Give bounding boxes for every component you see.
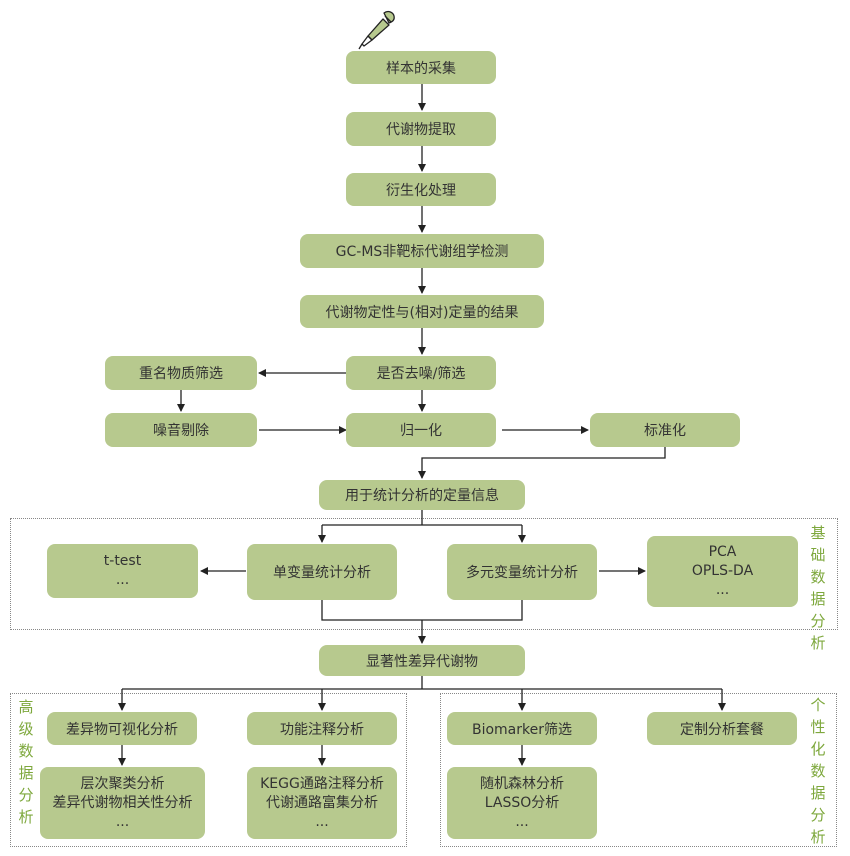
kegg-line-2: 代谢通路富集分析	[266, 794, 378, 811]
diff-visualization-box[interactable]: 差异物可视化分析	[47, 712, 197, 745]
ttest-line-2: ...	[115, 572, 130, 588]
random-forest-box[interactable]: 随机森林分析 LASSO分析 ...	[447, 767, 597, 839]
multivariate-analysis-box[interactable]: 多元变量统计分析	[447, 544, 597, 600]
personal-analysis-label: 个性化数据分析	[810, 696, 826, 846]
derivatization-box[interactable]: 衍生化处理	[346, 173, 496, 206]
ttest-box[interactable]: t-test ...	[47, 544, 198, 598]
basic-analysis-frame	[10, 518, 838, 630]
rf-line-3: ...	[515, 813, 529, 830]
advanced-analysis-frame	[10, 693, 407, 847]
pca-line-3: ...	[715, 582, 730, 598]
duplicate-filter-box[interactable]: 重名物质筛选	[105, 356, 257, 390]
basic-analysis-label: 基础数据分析	[810, 524, 826, 652]
univariate-analysis-box[interactable]: 单变量统计分析	[247, 544, 397, 600]
pca-line-1: PCA	[708, 544, 737, 560]
advanced-analysis-label: 高级数据分析	[18, 698, 34, 826]
ttest-line-1: t-test	[103, 553, 142, 569]
metabolite-extraction-box[interactable]: 代谢物提取	[346, 112, 496, 146]
denoise-filter-box[interactable]: 是否去噪/筛选	[346, 356, 496, 390]
kegg-analysis-box[interactable]: KEGG通路注释分析 代谢通路富集分析 ...	[247, 767, 397, 839]
cluster-line-2: 差异代谢物相关性分析	[52, 794, 193, 811]
sample-collection-box[interactable]: 样本的采集	[346, 51, 496, 84]
cluster-line-3: ...	[115, 813, 130, 830]
kegg-line-3: ...	[315, 813, 329, 830]
kegg-line-1: KEGG通路注释分析	[260, 775, 384, 792]
pca-line-2: OPLS-DA	[691, 563, 754, 579]
cluster-line-1: 层次聚类分析	[80, 775, 165, 792]
personal-analysis-frame	[440, 693, 837, 847]
noise-removal-box[interactable]: 噪音剔除	[105, 413, 257, 447]
arrow-standardize-quant	[418, 447, 666, 479]
rf-line-1: 随机森林分析	[480, 775, 564, 792]
normalization-box[interactable]: 归一化	[346, 413, 496, 447]
pca-box[interactable]: PCA OPLS-DA ...	[647, 536, 798, 607]
rf-line-2: LASSO分析	[484, 794, 560, 811]
custom-package-box[interactable]: 定制分析套餐	[647, 712, 797, 745]
differential-metabolites-box[interactable]: 显著性差异代谢物	[319, 645, 525, 676]
biomarker-screening-box[interactable]: Biomarker筛选	[447, 712, 597, 745]
cluster-analysis-box[interactable]: 层次聚类分析 差异代谢物相关性分析 ...	[40, 767, 205, 839]
standardization-box[interactable]: 标准化	[590, 413, 740, 447]
function-annotation-box[interactable]: 功能注释分析	[247, 712, 397, 745]
quantitation-result-box[interactable]: 代谢物定性与(相对)定量的结果	[300, 295, 544, 328]
gcms-detection-box[interactable]: GC-MS非靶标代谢组学检测	[300, 234, 544, 268]
quant-info-box[interactable]: 用于统计分析的定量信息	[319, 480, 525, 510]
line-merge	[321, 600, 523, 621]
pipette-icon	[358, 10, 395, 50]
